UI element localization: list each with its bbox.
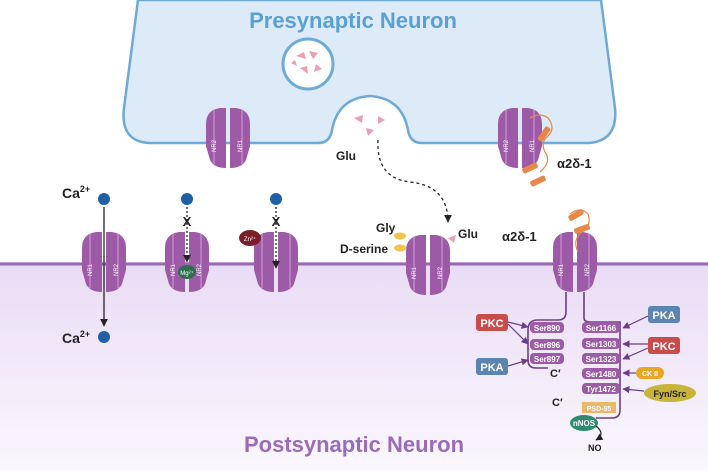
mg-ion [178, 265, 196, 279]
r1-nr1-label: NR1 [88, 263, 94, 276]
pkc-right-box [648, 337, 680, 354]
nnos-ellipse [570, 415, 598, 431]
r5-nr1-label: NR1 [559, 263, 565, 276]
a2d-pre-subunit [522, 114, 553, 187]
ck2-box [636, 367, 664, 379]
ca-top-label: Ca2+ [62, 184, 90, 201]
glu-release-label: Glu [336, 149, 356, 163]
r5-nr2-label: NR2 [585, 263, 591, 276]
nr1-site-box [530, 353, 564, 364]
r2-nr2-label: NR2 [197, 263, 203, 276]
fyn-src-label: Fyn/Src [653, 389, 686, 399]
nr2-site: Ser1166 [586, 324, 617, 333]
postsynaptic-cytoplasm [0, 262, 708, 471]
ca-ion-blocked-mg [181, 193, 193, 205]
c-terminal-nr1: C′ [550, 368, 561, 380]
pkc-right-label: PKC [652, 341, 675, 353]
ca-ion-top [98, 193, 110, 205]
pre-right-nr1-label: NR1 [530, 139, 536, 152]
nr1-site: Ser890 [534, 324, 561, 333]
pka-right-label: PKA [652, 310, 675, 322]
presynaptic-terminal [122, 0, 617, 145]
postsynaptic-title: Postsynaptic Neuron [244, 432, 464, 457]
glu-diffusion-arrow [377, 139, 452, 223]
pka-left-box [476, 358, 508, 375]
gly-label: Gly [376, 221, 396, 235]
nr2-site-box [582, 368, 620, 379]
a2d-post-subunit [568, 209, 590, 253]
nr2-site: Tyr1472 [586, 385, 616, 394]
nr1-site: Ser897 [534, 355, 561, 364]
glu-site-label: Glu [458, 227, 478, 241]
nr2-site-box [582, 322, 620, 333]
ca-bottom-label: Ca2+ [62, 329, 90, 346]
pkc-left-label: PKC [480, 318, 503, 330]
nr1-site-box [530, 339, 564, 350]
synaptic-vesicle [281, 37, 335, 91]
left-kinase-arrows [507, 321, 529, 367]
mg-block-x: X [183, 214, 192, 229]
right-kinase-arrows [622, 315, 649, 394]
gly-ligand [394, 232, 406, 240]
psd95-label: PSD-95 [587, 406, 612, 413]
no-arrow [595, 425, 604, 441]
nr1-sites: Ser890 Ser896 Ser897 [530, 322, 564, 364]
pka-right-box [648, 306, 680, 323]
mg-ion-label: Mg²⁺ [180, 270, 194, 277]
glutamate-released [354, 115, 385, 136]
zn-ion-label: Zn²⁺ [244, 236, 256, 243]
ck2-label: CK II [642, 371, 658, 378]
nr2-sites: Ser1166 Ser1303 Ser1323 Ser1480 Tyr1472 [582, 322, 620, 394]
glutamate-in-vesicle [291, 51, 322, 74]
fyn-src-box [644, 384, 696, 402]
nr1-site: Ser896 [534, 341, 561, 350]
r4-nr2-label: NR2 [438, 266, 444, 279]
dserine-ligand [394, 244, 406, 252]
pre-right-nr2-label: NR2 [504, 139, 510, 152]
glu-ligand [448, 235, 456, 243]
dserine-label: D-serine [340, 242, 388, 256]
pre-left-nr1-label: NR1 [238, 139, 244, 152]
nr2-site-box [582, 353, 620, 364]
a2d-pre-label: α2δ-1 [557, 156, 592, 171]
psd95-box [582, 402, 616, 413]
nr1-site-box [530, 322, 564, 333]
nr1-c-tail [527, 292, 567, 369]
pre-left-nr2-label: NR2 [212, 139, 218, 152]
pkc-left-box [476, 314, 508, 331]
nr2-c-tail [583, 292, 621, 419]
a2d-post-label: α2δ-1 [502, 229, 537, 244]
r4-nr1-label: NR1 [412, 266, 418, 279]
presynaptic-title: Presynaptic Neuron [249, 8, 457, 33]
nnos-label: nNOS [573, 419, 596, 428]
no-label: NO [588, 443, 602, 453]
nr2-site-box [582, 383, 620, 394]
c-terminal-nr2: C′ [552, 397, 563, 409]
pka-left-label: PKA [480, 362, 503, 374]
ca-ion-blocked-zn [270, 193, 282, 205]
r2-nr1-label: NR1 [171, 263, 177, 276]
nr2-site: Ser1303 [586, 340, 617, 349]
zn-block-x: X [272, 214, 281, 229]
ca-ion-bottom [98, 331, 110, 343]
zn-ion [239, 230, 261, 246]
nr2-site-box [582, 338, 620, 349]
nr2-site: Ser1480 [586, 370, 617, 379]
r1-nr2-label: NR2 [114, 263, 120, 276]
nr2-site: Ser1323 [586, 355, 617, 364]
